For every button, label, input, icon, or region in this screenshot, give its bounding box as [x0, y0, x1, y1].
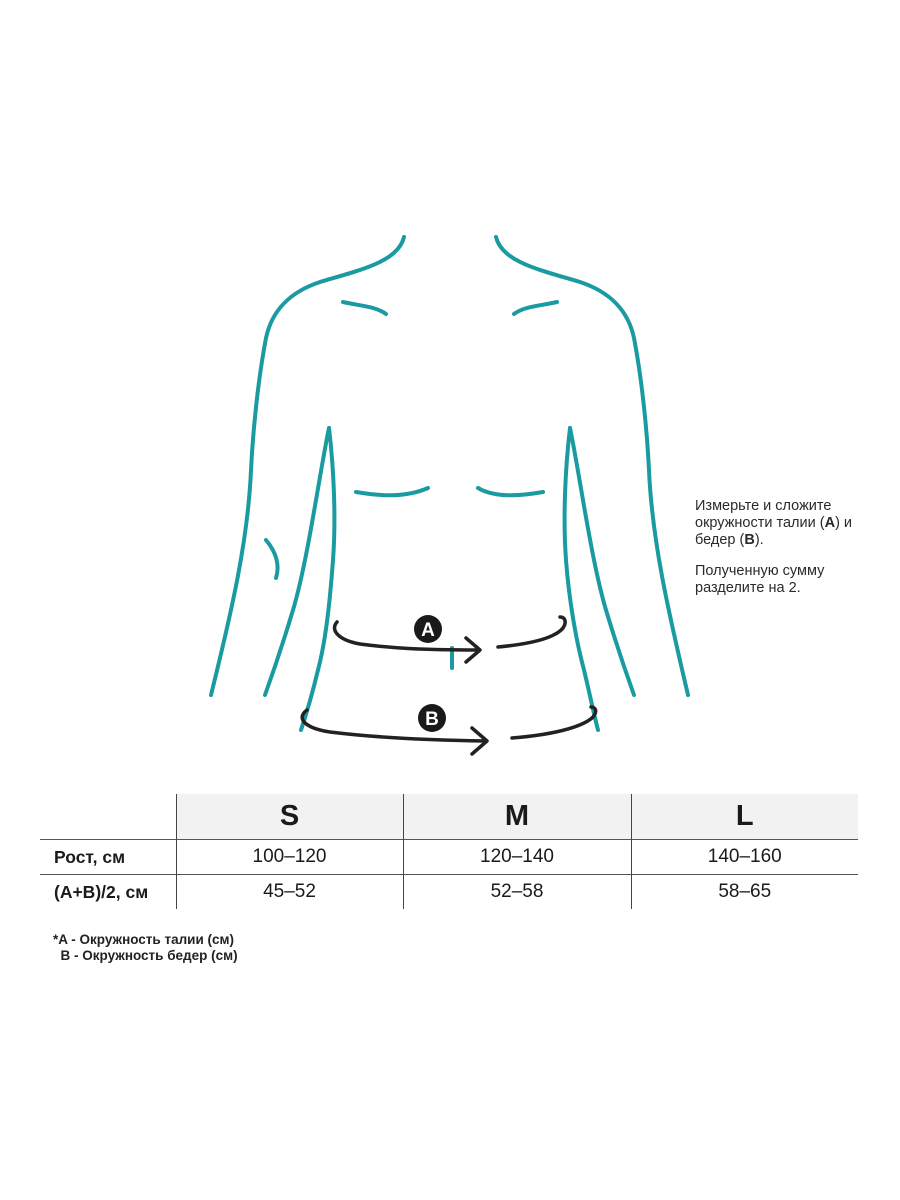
label-b: B: [425, 709, 439, 730]
left-torso-outline: [299, 426, 337, 732]
size-table: S M L Рост, см 100–120 120–140 140–160 (…: [40, 794, 858, 909]
measurement-instructions: Измерьте и сложите окружности талии (A) …: [695, 498, 895, 611]
table-row-girth: (A+B)/2, см 45–52 52–58 58–65: [40, 874, 858, 909]
left-inner-arm: [263, 426, 331, 697]
right-chest-line: [476, 486, 545, 498]
footnote: *A - Окружность талии (см) B - Окружност…: [53, 932, 238, 964]
right-shoulder-outline: [494, 235, 690, 697]
size-header-s: S: [175, 794, 403, 840]
footnote-b: B - Окружность бедер (см): [53, 948, 238, 963]
left-elbow-line: [264, 538, 280, 580]
left-chest-line: [354, 486, 430, 498]
table-row-height: Рост, см 100–120 120–140 140–160: [40, 839, 858, 875]
marker-a: A: [414, 615, 442, 643]
cell-girth-m: 52–58: [402, 874, 631, 909]
left-shoulder-outline: [209, 235, 406, 697]
left-collarbone: [341, 300, 388, 316]
hip-band-b-right: [510, 705, 598, 740]
right-inner-arm: [568, 426, 636, 697]
row-label-girth: (A+B)/2, см: [40, 874, 176, 909]
header-corner: [40, 794, 176, 840]
waist-band-a-left: [332, 620, 480, 652]
marker-b: B: [418, 704, 446, 732]
row-label-height: Рост, см: [40, 839, 176, 875]
instruction-divide: Полученную сумму разделите на 2.: [695, 563, 825, 596]
footnote-a: *A - Окружность талии (см): [53, 932, 234, 947]
cell-girth-l: 58–65: [630, 874, 858, 909]
hip-arrow-b: [470, 726, 489, 756]
instruction-measure: Измерьте и сложите окружности талии (A) …: [695, 498, 853, 548]
waist-arrow-a: [464, 636, 482, 664]
hip-band-b-left: [300, 708, 487, 743]
size-header-m: M: [402, 794, 631, 840]
size-header-l: L: [630, 794, 858, 840]
waist-band-a-right: [496, 615, 567, 649]
cell-height-m: 120–140: [402, 839, 631, 875]
right-collarbone: [512, 300, 559, 316]
size-header-row: S M L: [40, 794, 858, 840]
right-torso-outline: [562, 426, 600, 732]
cell-height-s: 100–120: [175, 839, 403, 875]
cell-girth-s: 45–52: [175, 874, 403, 909]
label-a: A: [421, 620, 435, 641]
cell-height-l: 140–160: [630, 839, 858, 875]
